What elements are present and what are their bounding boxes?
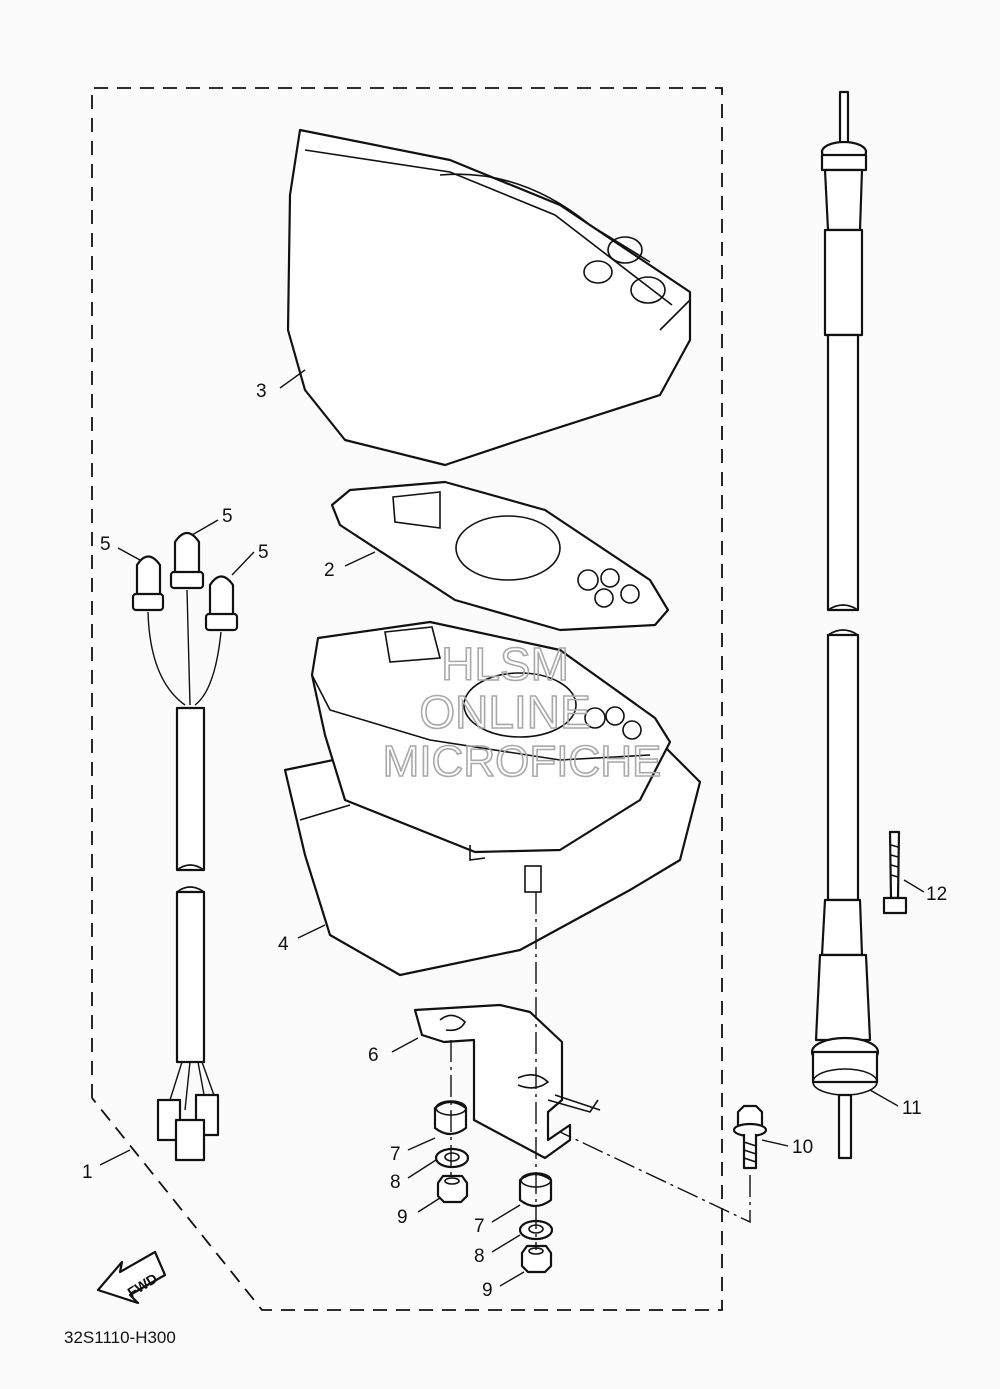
callout-7a: 7 — [390, 1144, 401, 1165]
bulb-1[interactable] — [131, 555, 165, 612]
flange-bolt[interactable] — [732, 1104, 768, 1170]
callout-8a: 8 — [390, 1172, 401, 1193]
meter-gasket[interactable] — [330, 480, 670, 632]
wire-harness[interactable] — [147, 589, 222, 1162]
watermark-line-2: ONLINE — [419, 686, 590, 738]
callout-6: 6 — [368, 1045, 379, 1066]
watermark-line-1: HLSM — [441, 638, 569, 690]
callout-12: 12 — [926, 884, 947, 905]
forward-arrow-icon: FWD — [96, 1250, 167, 1305]
watermark-line-3: MICROFICHE — [383, 737, 662, 786]
callout-3: 3 — [256, 381, 267, 402]
assembly-boundary — [91, 87, 723, 1311]
watermark: HLSM ONLINE MICROFICHE — [382, 637, 662, 787]
cable-tie[interactable] — [882, 830, 908, 915]
callout-7b: 7 — [474, 1216, 485, 1237]
callout-9b: 9 — [482, 1280, 493, 1301]
meter-assembly[interactable] — [283, 620, 702, 977]
callout-10: 10 — [792, 1137, 813, 1158]
nut-right[interactable] — [520, 1244, 553, 1274]
speedometer-cable[interactable] — [810, 90, 880, 1160]
bulb-2[interactable] — [169, 531, 205, 590]
bolt-line — [559, 1131, 751, 1224]
diagram-code: 32S1110-H300 — [64, 1328, 176, 1347]
callout-1: 1 — [82, 1162, 93, 1183]
mounting-bracket[interactable] — [413, 1003, 601, 1160]
callout-2: 2 — [324, 560, 335, 581]
nut-left[interactable] — [436, 1174, 469, 1204]
callout-5a: 5 — [100, 534, 111, 555]
callout-9a: 9 — [397, 1207, 408, 1228]
washer-left[interactable] — [434, 1147, 470, 1169]
leader-lines — [99, 369, 925, 1287]
callout-5b: 5 — [222, 506, 233, 527]
callout-8b: 8 — [474, 1246, 485, 1267]
callout-labels: 1 2 3 4 5 5 5 6 7 7 8 8 9 9 10 11 12 — [82, 381, 947, 1301]
callout-11: 11 — [902, 1098, 922, 1119]
callout-5c: 5 — [258, 542, 269, 563]
callout-4: 4 — [278, 934, 289, 955]
meter-cover[interactable] — [286, 128, 692, 467]
bulb-3[interactable] — [204, 575, 239, 632]
